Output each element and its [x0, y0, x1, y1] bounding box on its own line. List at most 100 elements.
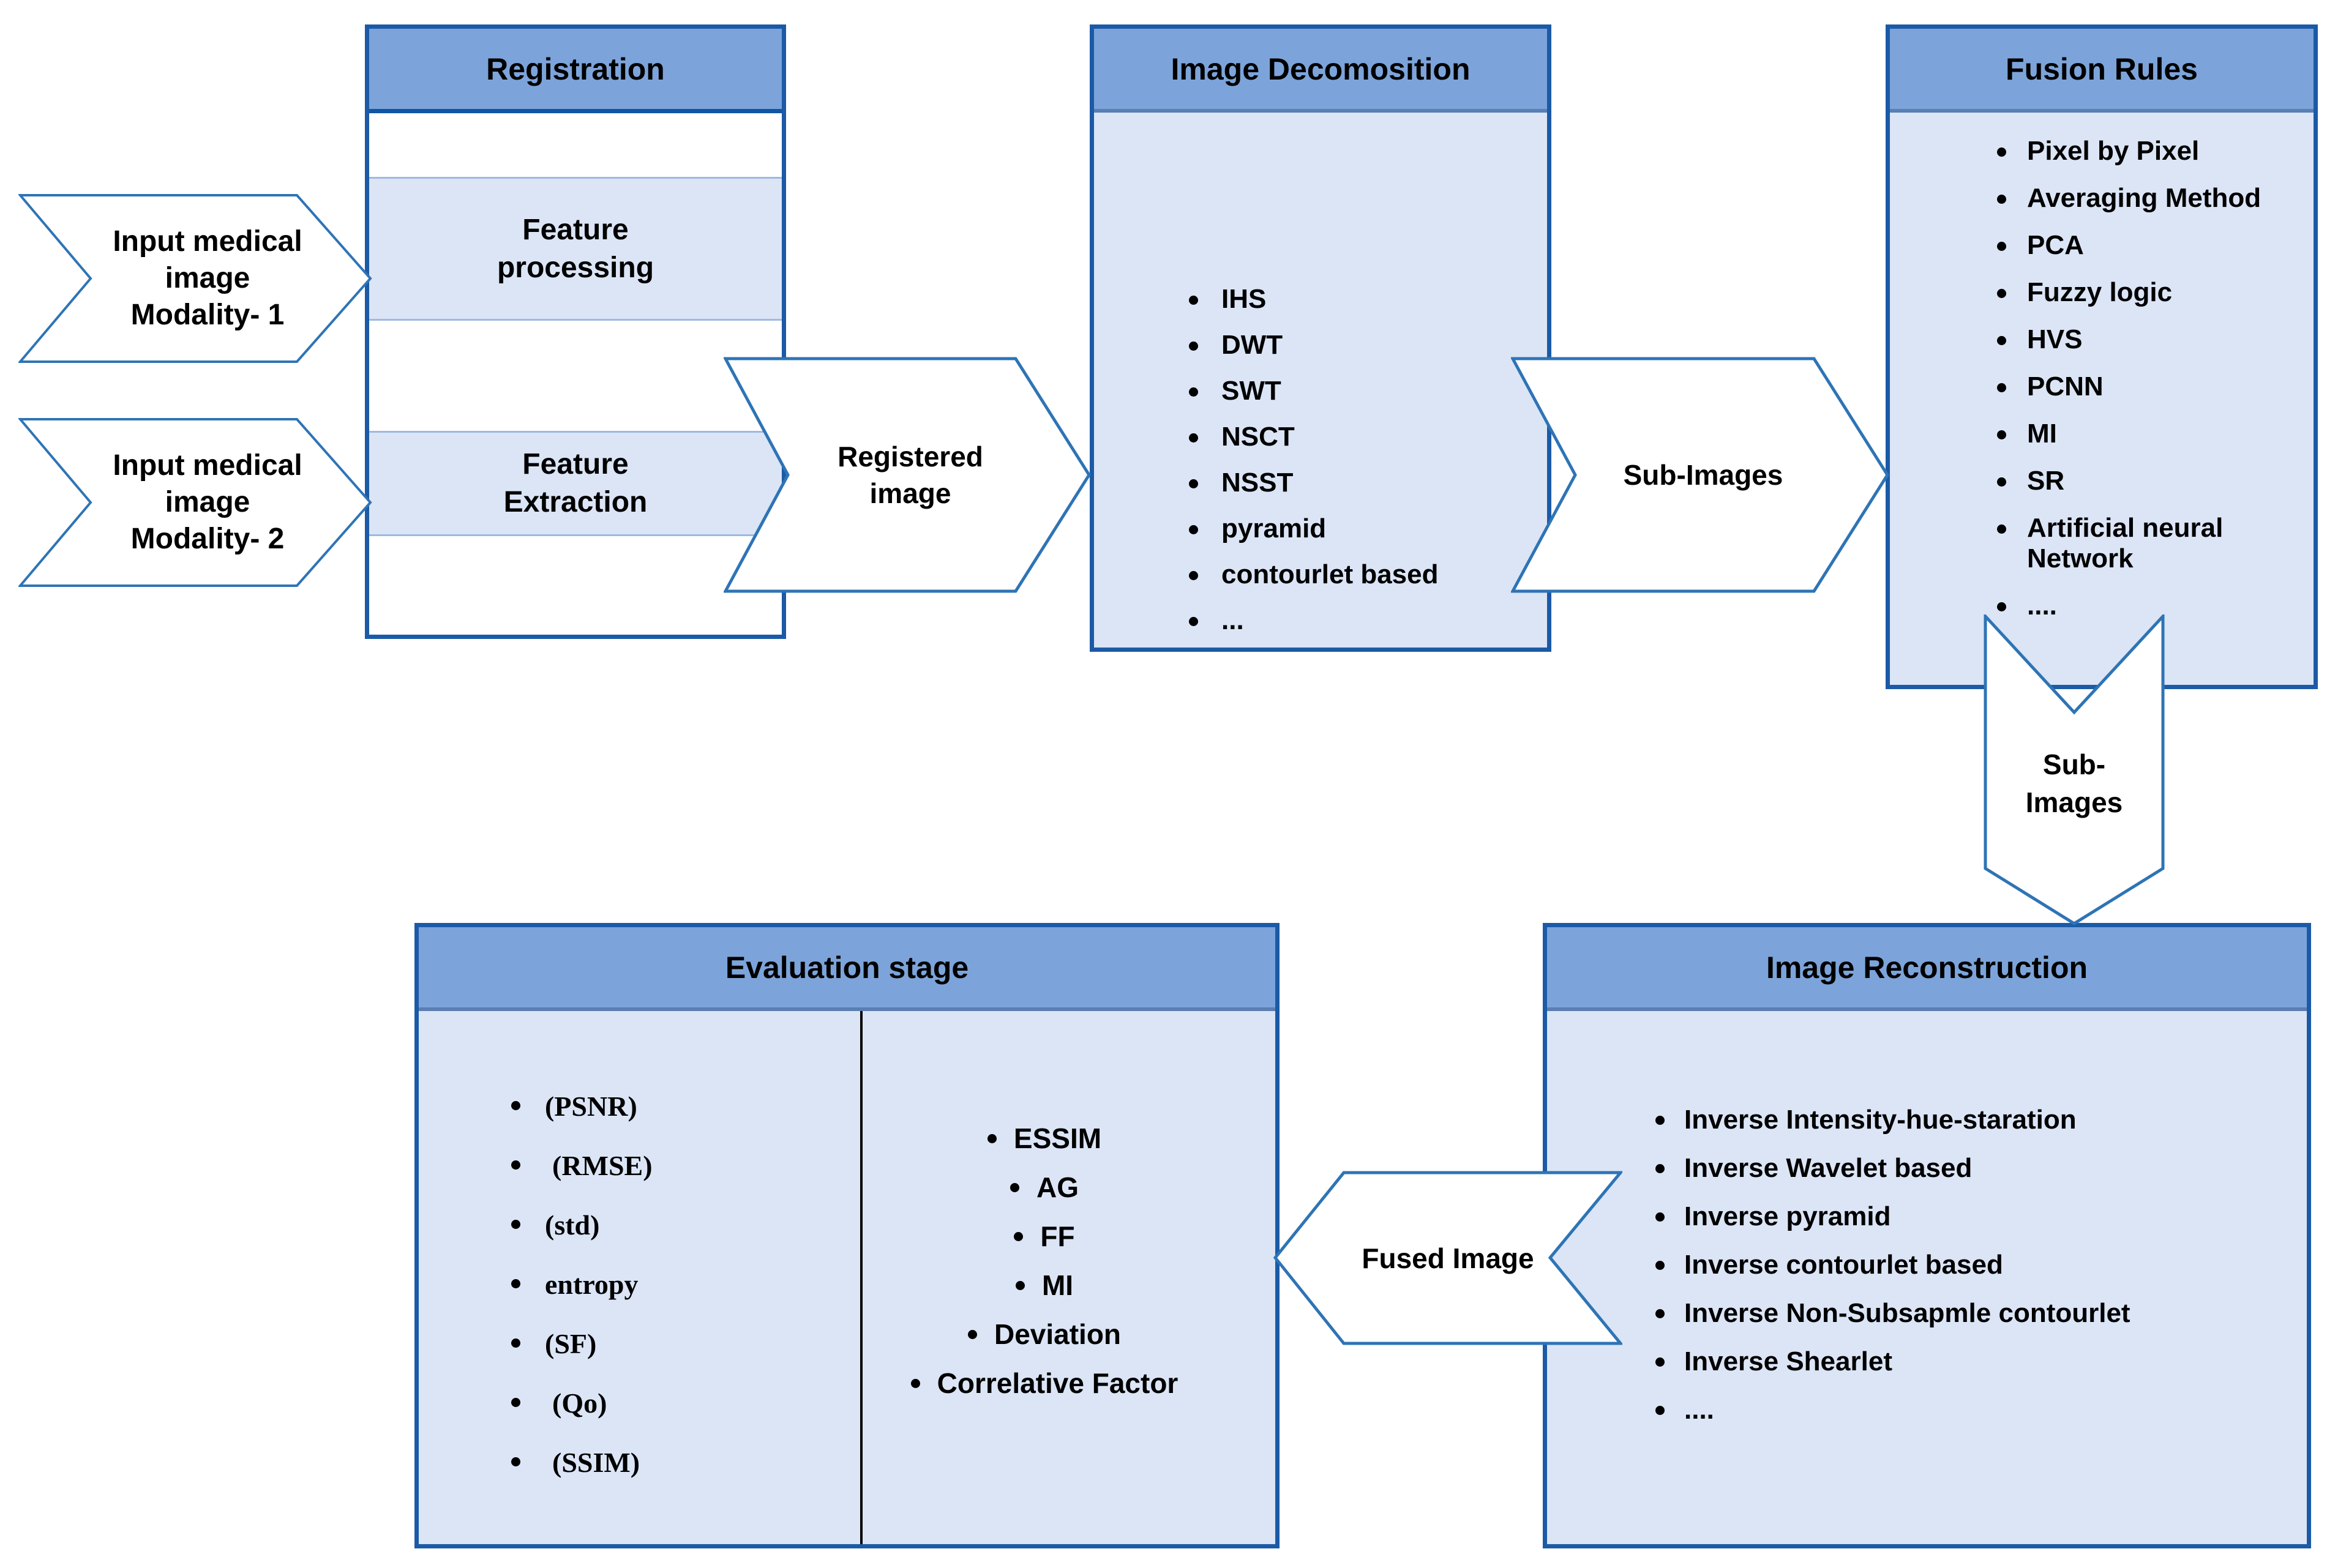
list-item: ....	[1655, 1394, 2301, 1426]
bullet-icon	[1189, 617, 1198, 626]
bullet-icon	[910, 1379, 920, 1388]
image-reconstruction-box: Image Reconstruction Inverse Intensity-h…	[1543, 923, 2311, 1548]
list-item: (RMSE)	[511, 1149, 860, 1183]
list-item: MI	[881, 1269, 1208, 1301]
bullet-icon	[511, 1279, 520, 1288]
feature-extraction-line1: Feature	[522, 448, 629, 480]
bullet-icon	[1655, 1212, 1665, 1222]
bullet-icon	[1997, 195, 2006, 204]
feature-extraction-band: Feature Extraction	[369, 431, 782, 536]
list-item: Inverse Non-Subsapmle contourlet	[1655, 1297, 2301, 1329]
bullet-icon	[511, 1160, 520, 1170]
registration-box: Registration Feature processing Feature …	[365, 24, 786, 639]
bullet-icon	[1189, 571, 1198, 580]
evaluation-stage-body: (PSNR) (RMSE) (std) entropy (SF) (Qo) (S…	[419, 1011, 1275, 1544]
list-item: Inverse Shearlet	[1655, 1346, 2301, 1378]
column-divider	[860, 1011, 863, 1544]
feature-processing-line2: processing	[497, 251, 654, 284]
registration-spacer	[369, 113, 782, 177]
list-item: HVS	[1997, 324, 2298, 355]
fusion-rules-body: Pixel by Pixel Averaging Method PCA Fuzz…	[1890, 113, 2314, 685]
registration-spacer	[369, 536, 782, 635]
bullet-icon	[1997, 383, 2006, 392]
bullet-icon	[967, 1330, 977, 1339]
list-item: (PSNR)	[511, 1089, 860, 1124]
input-modality2-label: Input medical image Modality- 2	[113, 449, 302, 555]
evaluation-stage-title: Evaluation stage	[725, 950, 969, 985]
decomposition-list: IHS DWT SWT NSCT NSST pyramid contourlet…	[1094, 113, 1547, 648]
registration-title: Registration	[486, 51, 665, 86]
reconstruction-list: Inverse Intensity-hue-staration Inverse …	[1547, 1011, 2307, 1544]
input-modality1-label: Input medical image Modality- 1	[113, 225, 302, 331]
list-item: SR	[1997, 466, 2298, 496]
bullet-icon	[1997, 336, 2006, 345]
list-item: entropy	[511, 1267, 860, 1302]
list-item: AG	[881, 1171, 1208, 1203]
list-item: Inverse Intensity-hue-staration	[1655, 1104, 2301, 1136]
list-item: SWT	[1189, 376, 1535, 406]
list-item: Averaging Method	[1997, 183, 2298, 214]
feature-processing-band: Feature processing	[369, 177, 782, 321]
list-item: pyramid	[1189, 513, 1535, 544]
image-reconstruction-body: Inverse Intensity-hue-staration Inverse …	[1547, 1011, 2307, 1544]
bullet-icon	[1189, 387, 1198, 397]
bullet-icon	[1997, 602, 2006, 611]
registration-spacer	[369, 321, 782, 431]
list-item: Pixel by Pixel	[1997, 136, 2298, 166]
bullet-icon	[1189, 342, 1198, 351]
list-item: Deviation	[881, 1318, 1208, 1350]
list-item: NSST	[1189, 468, 1535, 498]
fused-image-arrow	[1273, 1171, 1622, 1345]
registered-image-label: Registered image	[837, 441, 983, 509]
list-item: NSCT	[1189, 422, 1535, 452]
list-item: (SSIM)	[511, 1446, 860, 1480]
list-item: contourlet based	[1189, 559, 1535, 590]
list-item: ....	[1997, 591, 2298, 621]
sub-images-label: Sub-Images	[1623, 459, 1783, 491]
bullet-icon	[1997, 430, 2006, 439]
list-item: DWT	[1189, 330, 1535, 360]
bullet-icon	[511, 1457, 520, 1466]
list-item: FF	[881, 1220, 1208, 1252]
list-item: MI	[1997, 419, 2298, 449]
input-modality2-arrow	[18, 418, 372, 587]
evaluation-right-column: ESSIM AG FF MI Deviation Correlative Fac…	[863, 1011, 1275, 1544]
bullet-icon	[511, 1338, 520, 1348]
registration-header: Registration	[369, 29, 782, 113]
bullet-icon	[1997, 289, 2006, 298]
list-item: ESSIM	[881, 1122, 1208, 1154]
registration-body: Feature processing Feature Extraction	[369, 113, 782, 635]
bullet-icon	[1014, 1232, 1024, 1241]
bullet-icon	[1655, 1164, 1665, 1173]
list-item: Artificial neural Network	[1997, 513, 2298, 574]
image-decomposition-title: Image Decomosition	[1171, 51, 1471, 86]
bullet-icon	[511, 1101, 520, 1110]
list-item: Fuzzy logic	[1997, 277, 2298, 308]
image-decomposition-box: Image Decomosition IHS DWT SWT NSCT NSST…	[1090, 24, 1551, 652]
bullet-icon	[1655, 1406, 1665, 1415]
list-item: Inverse contourlet based	[1655, 1249, 2301, 1281]
bullet-icon	[1997, 525, 2006, 534]
list-item: (std)	[511, 1208, 860, 1242]
bullet-icon	[1655, 1116, 1665, 1125]
bullet-icon	[1189, 433, 1198, 442]
bullet-icon	[1189, 296, 1198, 305]
image-decomposition-body: IHS DWT SWT NSCT NSST pyramid contourlet…	[1094, 113, 1547, 648]
bullet-icon	[987, 1134, 997, 1143]
image-reconstruction-header: Image Reconstruction	[1547, 927, 2307, 1011]
list-item: PCA	[1997, 230, 2298, 261]
list-item: PCNN	[1997, 371, 2298, 402]
feature-processing-line1: Feature	[522, 213, 629, 246]
list-item: (Qo)	[511, 1386, 860, 1421]
bullet-icon	[1997, 242, 2006, 251]
fusion-rules-header: Fusion Rules	[1890, 29, 2314, 113]
bullet-icon	[1997, 147, 2006, 157]
bullet-icon	[1015, 1281, 1025, 1290]
evaluation-left-column: (PSNR) (RMSE) (std) entropy (SF) (Qo) (S…	[419, 1011, 860, 1544]
bullet-icon	[511, 1220, 520, 1229]
bullet-icon	[1189, 479, 1198, 488]
list-item: Inverse pyramid	[1655, 1201, 2301, 1233]
fused-image-label: Fused Image	[1362, 1242, 1534, 1274]
registered-image-arrow	[724, 357, 1091, 593]
